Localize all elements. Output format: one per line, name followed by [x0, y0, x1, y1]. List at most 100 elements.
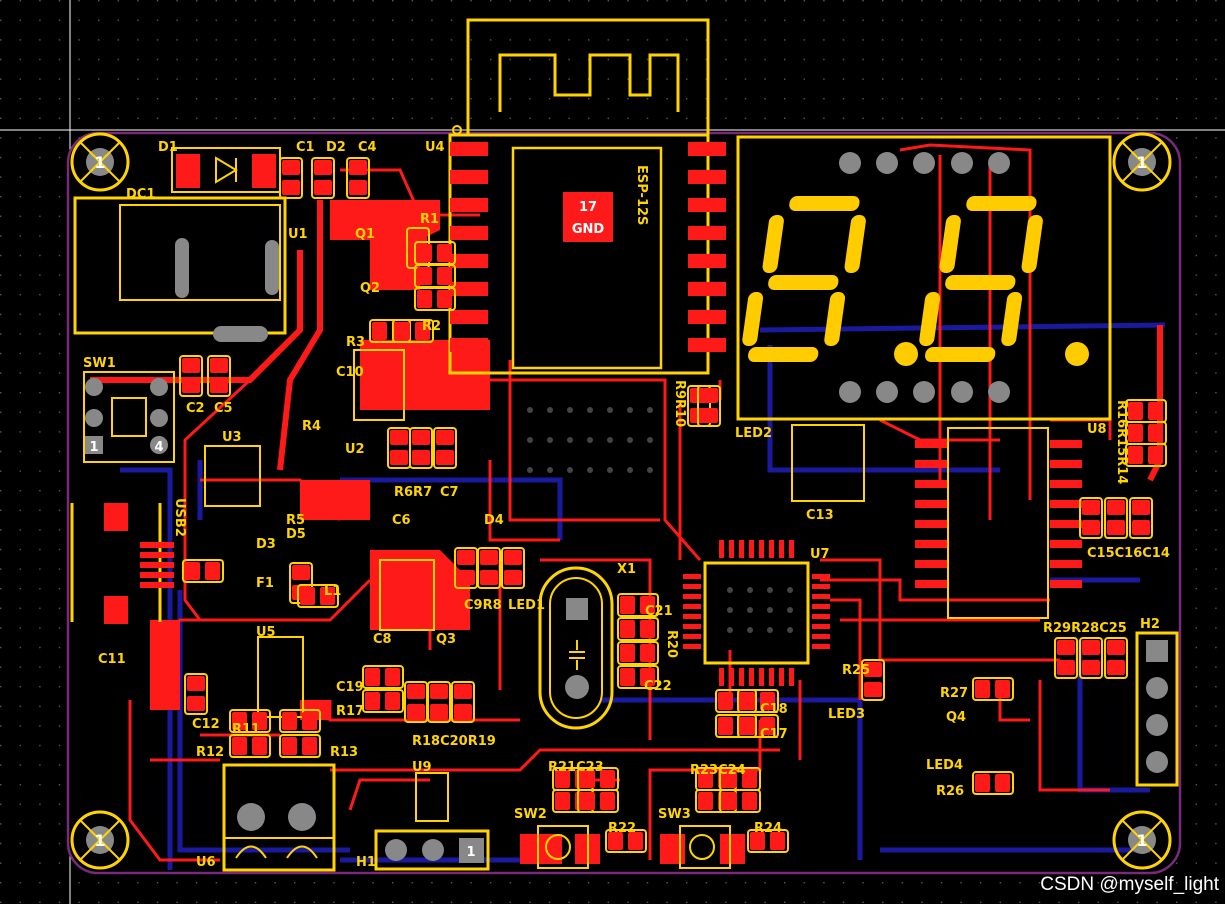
passive-footprint	[747, 829, 789, 853]
u8-pad	[915, 520, 947, 528]
header-h1: 1	[374, 829, 490, 871]
passive-footprint	[719, 789, 761, 813]
ref-r1: R1	[420, 212, 439, 227]
u8-pad	[915, 480, 947, 488]
terminal-block-u6	[222, 763, 336, 872]
passive-footprint	[617, 665, 659, 689]
ref-q3: Q3	[436, 632, 456, 647]
ref-r18c20r19: R18C20R19	[412, 734, 496, 749]
passive-footprint	[617, 641, 659, 665]
u7-pad	[812, 604, 830, 609]
gnd-pad-17	[563, 192, 613, 242]
ref-c7: C7	[440, 485, 459, 500]
passive-footprint	[1054, 637, 1078, 679]
esp-pad	[688, 254, 726, 268]
ref-d3: D3	[256, 537, 276, 552]
passive-footprint	[697, 385, 721, 427]
watermark: CSDN @myself_light	[1040, 874, 1219, 895]
esp-pad	[688, 338, 726, 352]
passive-footprint	[279, 709, 321, 733]
ref-r25: R25	[842, 663, 870, 678]
ref-u2: U2	[345, 442, 365, 457]
sw3-button	[660, 825, 745, 869]
ref-c1: C1	[296, 140, 315, 155]
ref-c2: C2	[186, 401, 205, 416]
ref-h2: H2	[1140, 617, 1160, 632]
passive-footprint	[184, 673, 208, 715]
ref-r3: R3	[346, 335, 365, 350]
ref-q4: Q4	[946, 710, 966, 725]
passive-footprint	[409, 427, 433, 469]
esp-pad	[450, 170, 488, 184]
digit-1-segments	[742, 196, 918, 366]
u7-pad	[729, 540, 734, 558]
u7-pad	[683, 624, 701, 629]
u8-pad	[1050, 440, 1082, 448]
mount-hole-top-right: 1	[1112, 132, 1172, 192]
u7-pad	[812, 614, 830, 619]
svg-text:1: 1	[1136, 153, 1147, 172]
passive-footprint	[617, 593, 659, 617]
passive-footprint	[404, 681, 428, 723]
ref-c9r8: C9R8	[464, 598, 502, 613]
ref-c22: C22	[644, 679, 672, 694]
ref-u7: U7	[810, 547, 830, 562]
u8-ic	[915, 427, 1082, 619]
passive-footprint	[346, 157, 370, 199]
ref-u6: U6	[196, 855, 216, 870]
u7-pad	[683, 614, 701, 619]
ref-sw1: SW1	[83, 356, 116, 371]
u7-pad	[683, 644, 701, 649]
passive-footprint	[392, 319, 434, 343]
u7-pad	[789, 668, 794, 686]
passive-footprint	[719, 767, 761, 791]
mount-hole-bottom-right: 1	[1112, 810, 1172, 870]
ref-led3: LED3	[828, 707, 865, 722]
ref-c8: C8	[373, 632, 392, 647]
ref-r16r15r14: R16R15R14	[1114, 400, 1129, 484]
ref-f1: F1	[256, 576, 274, 591]
passive-footprint	[229, 734, 271, 758]
display-pin	[913, 381, 935, 403]
ref-c11: C11	[98, 652, 126, 667]
ref-x1: X1	[617, 562, 636, 577]
mount-hole-top-left: 1	[70, 132, 130, 192]
ref-r9r10: R9R10	[672, 380, 687, 427]
passive-footprint	[1079, 637, 1103, 679]
u7-pad	[683, 594, 701, 599]
svg-text:1: 1	[94, 153, 105, 172]
u7-pad	[812, 644, 830, 649]
designator-labels: D1 C1 D2 C4 U4 DC1 U1 Q1 R1 Q2 R2 R3 C10…	[83, 140, 1170, 870]
u8-pad	[1050, 560, 1082, 568]
passive-footprint	[1079, 497, 1103, 539]
u7-pad	[749, 668, 754, 686]
passive-footprint	[1104, 637, 1128, 679]
u7-qfn	[683, 540, 830, 686]
esp-pad	[688, 226, 726, 240]
ref-r17: R17	[336, 704, 364, 719]
ref-c17: C17	[760, 727, 788, 742]
u8-pad	[915, 580, 947, 588]
ref-r26: R26	[936, 784, 964, 799]
u8-pad	[1050, 500, 1082, 508]
u8-pad	[1050, 520, 1082, 528]
u8-pad	[915, 460, 947, 468]
u8-pad	[1050, 460, 1082, 468]
passive-footprint	[279, 157, 303, 199]
board-outline	[66, 131, 1182, 875]
u7-pad	[769, 540, 774, 558]
ref-sw2: SW2	[514, 807, 547, 822]
ref-r23c24: R23C24	[690, 763, 746, 778]
svg-text:1: 1	[94, 831, 105, 850]
ref-r29r28c25: R29R28C25	[1043, 621, 1127, 636]
passive-footprint	[362, 665, 404, 689]
display-pin	[876, 152, 898, 174]
ref-u8: U8	[1087, 422, 1107, 437]
passive-footprint	[501, 547, 525, 589]
ref-u3: U3	[222, 430, 242, 445]
ref-q2: Q2	[360, 281, 380, 296]
display-pin	[951, 152, 973, 174]
u7-pad	[719, 668, 724, 686]
esp-pad	[450, 226, 488, 240]
